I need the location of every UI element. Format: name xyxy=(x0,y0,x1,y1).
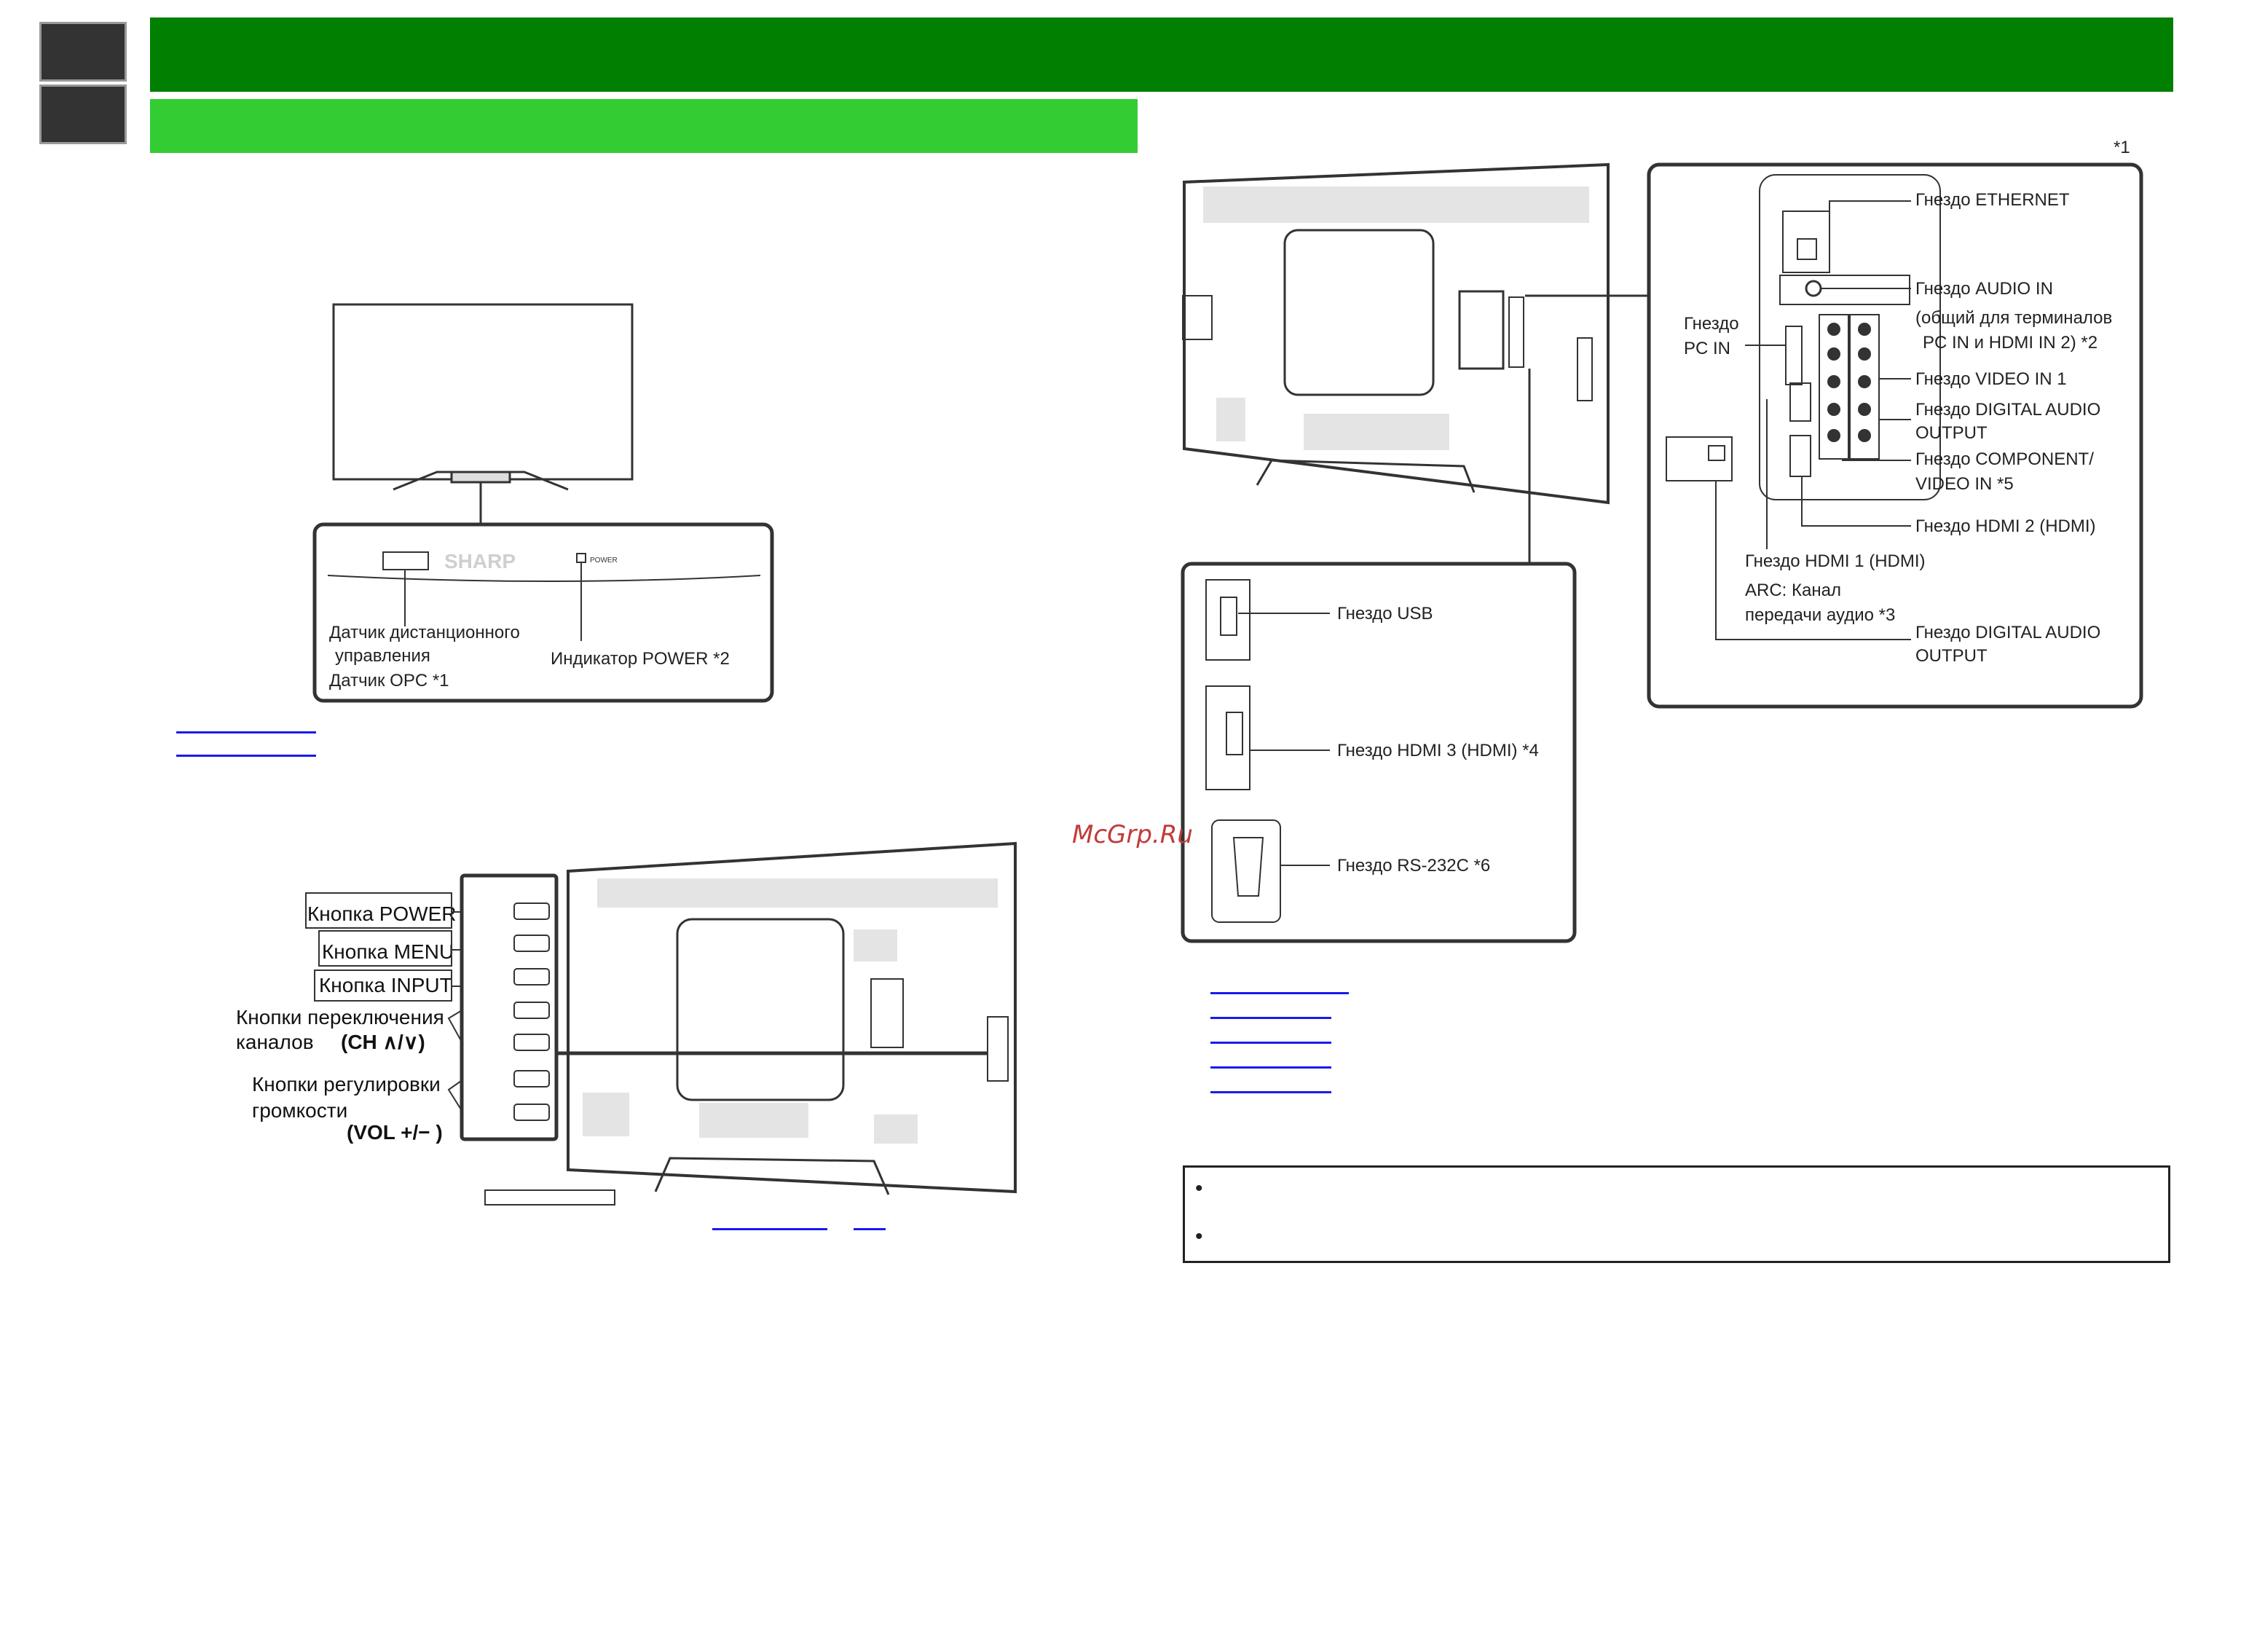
arc-label: ARC: Канал xyxy=(1745,581,1841,600)
input-button-label: Кнопка INPUT xyxy=(319,974,452,996)
reference-link-8[interactable] xyxy=(1210,1066,1331,1069)
digital-audio-jack-label-2: OUTPUT xyxy=(1915,423,1988,443)
hdmi3-jack-label: Гнездо HDMI 3 (HDMI) *4 xyxy=(1337,741,1539,760)
audio-in-note-2: PC IN и HDMI IN 2) *2 xyxy=(1923,333,2098,353)
reference-link-2[interactable] xyxy=(176,755,316,757)
side-button-keys xyxy=(513,902,550,1121)
note-bullet: • xyxy=(1195,1224,1203,1248)
digital-audio-jack-2-label: Гнездо DIGITAL AUDIO xyxy=(1915,623,2100,642)
tv-rear-buttons-illustration xyxy=(460,841,1017,1205)
note-bullet: • xyxy=(1195,1176,1203,1200)
arc-label-2: передачи аудио *3 xyxy=(1745,605,1895,625)
ethernet-jack-label: Гнездо ETHERNET xyxy=(1915,190,2070,210)
volume-buttons-label-3: (VOL +/− ) xyxy=(347,1121,443,1144)
notes-box: • • xyxy=(1183,1165,2170,1263)
channel-buttons-label-2: каналов xyxy=(236,1031,314,1053)
hdmi2-jack-label: Гнездо HDMI 2 (HDMI) xyxy=(1915,516,2096,536)
channel-buttons-label: Кнопки переключения xyxy=(236,1006,444,1028)
volume-buttons-label-2: громкости xyxy=(252,1099,347,1122)
tv-rear-ports-illustration xyxy=(1181,162,2143,943)
audio-in-note: (общий для терминалов xyxy=(1915,308,2112,328)
component-jack-label-2: VIDEO IN *5 xyxy=(1915,474,2014,494)
digital-audio-jack-label: Гнездо DIGITAL AUDIO xyxy=(1915,400,2100,420)
reference-link-3[interactable] xyxy=(712,1228,827,1230)
reference-link-9[interactable] xyxy=(1210,1091,1331,1093)
page-title-bar xyxy=(150,17,2173,92)
power-button-label: Кнопка POWER xyxy=(307,902,457,925)
nav-prev-button[interactable] xyxy=(39,22,127,82)
brand-logo: SHARP xyxy=(444,550,516,573)
rs232c-jack-label: Гнездо RS-232C *6 xyxy=(1337,856,1490,876)
reference-link-6[interactable] xyxy=(1210,1017,1331,1019)
digital-audio-jack-2-label-2: OUTPUT xyxy=(1915,646,1988,666)
rca-jacks xyxy=(1827,323,1871,442)
component-jack-label: Гнездо COMPONENT/ xyxy=(1915,449,2094,469)
channel-buttons-label-3: (CH ∧/∨) xyxy=(341,1031,425,1053)
power-indicator-label: Индикатор POWER *2 xyxy=(551,649,730,669)
menu-button-label: Кнопка MENU xyxy=(322,940,454,963)
watermark: McGrp.Ru xyxy=(1072,820,1193,849)
reference-link-5[interactable] xyxy=(1210,992,1349,994)
video-in-jack-label: Гнездо VIDEO IN 1 xyxy=(1915,369,2067,389)
pc-in-jack-label: Гнездо xyxy=(1684,314,1739,334)
power-tag: POWER xyxy=(590,556,618,565)
remote-sensor-label-2: управления xyxy=(335,646,430,666)
hdmi1-jack-label: Гнездо HDMI 1 (HDMI) xyxy=(1745,551,1926,571)
pc-in-jack-label-2: PC IN xyxy=(1684,339,1730,358)
section-title-bar xyxy=(150,99,1138,153)
tv-front-illustration xyxy=(312,303,774,703)
audio-in-jack-label: Гнездо AUDIO IN xyxy=(1915,279,2053,299)
remote-sensor-label: Датчик дистанционного xyxy=(329,623,520,642)
reference-link-1[interactable] xyxy=(176,731,316,733)
reference-link-7[interactable] xyxy=(1210,1042,1331,1044)
usb-jack-label: Гнездо USB xyxy=(1337,604,1433,624)
volume-buttons-label: Кнопки регулировки xyxy=(252,1073,441,1096)
rear-footnote: *1 xyxy=(2114,138,2130,157)
nav-next-button[interactable] xyxy=(39,84,127,144)
opc-sensor-label: Датчик OPC *1 xyxy=(329,671,449,691)
reference-link-4[interactable] xyxy=(854,1228,886,1230)
